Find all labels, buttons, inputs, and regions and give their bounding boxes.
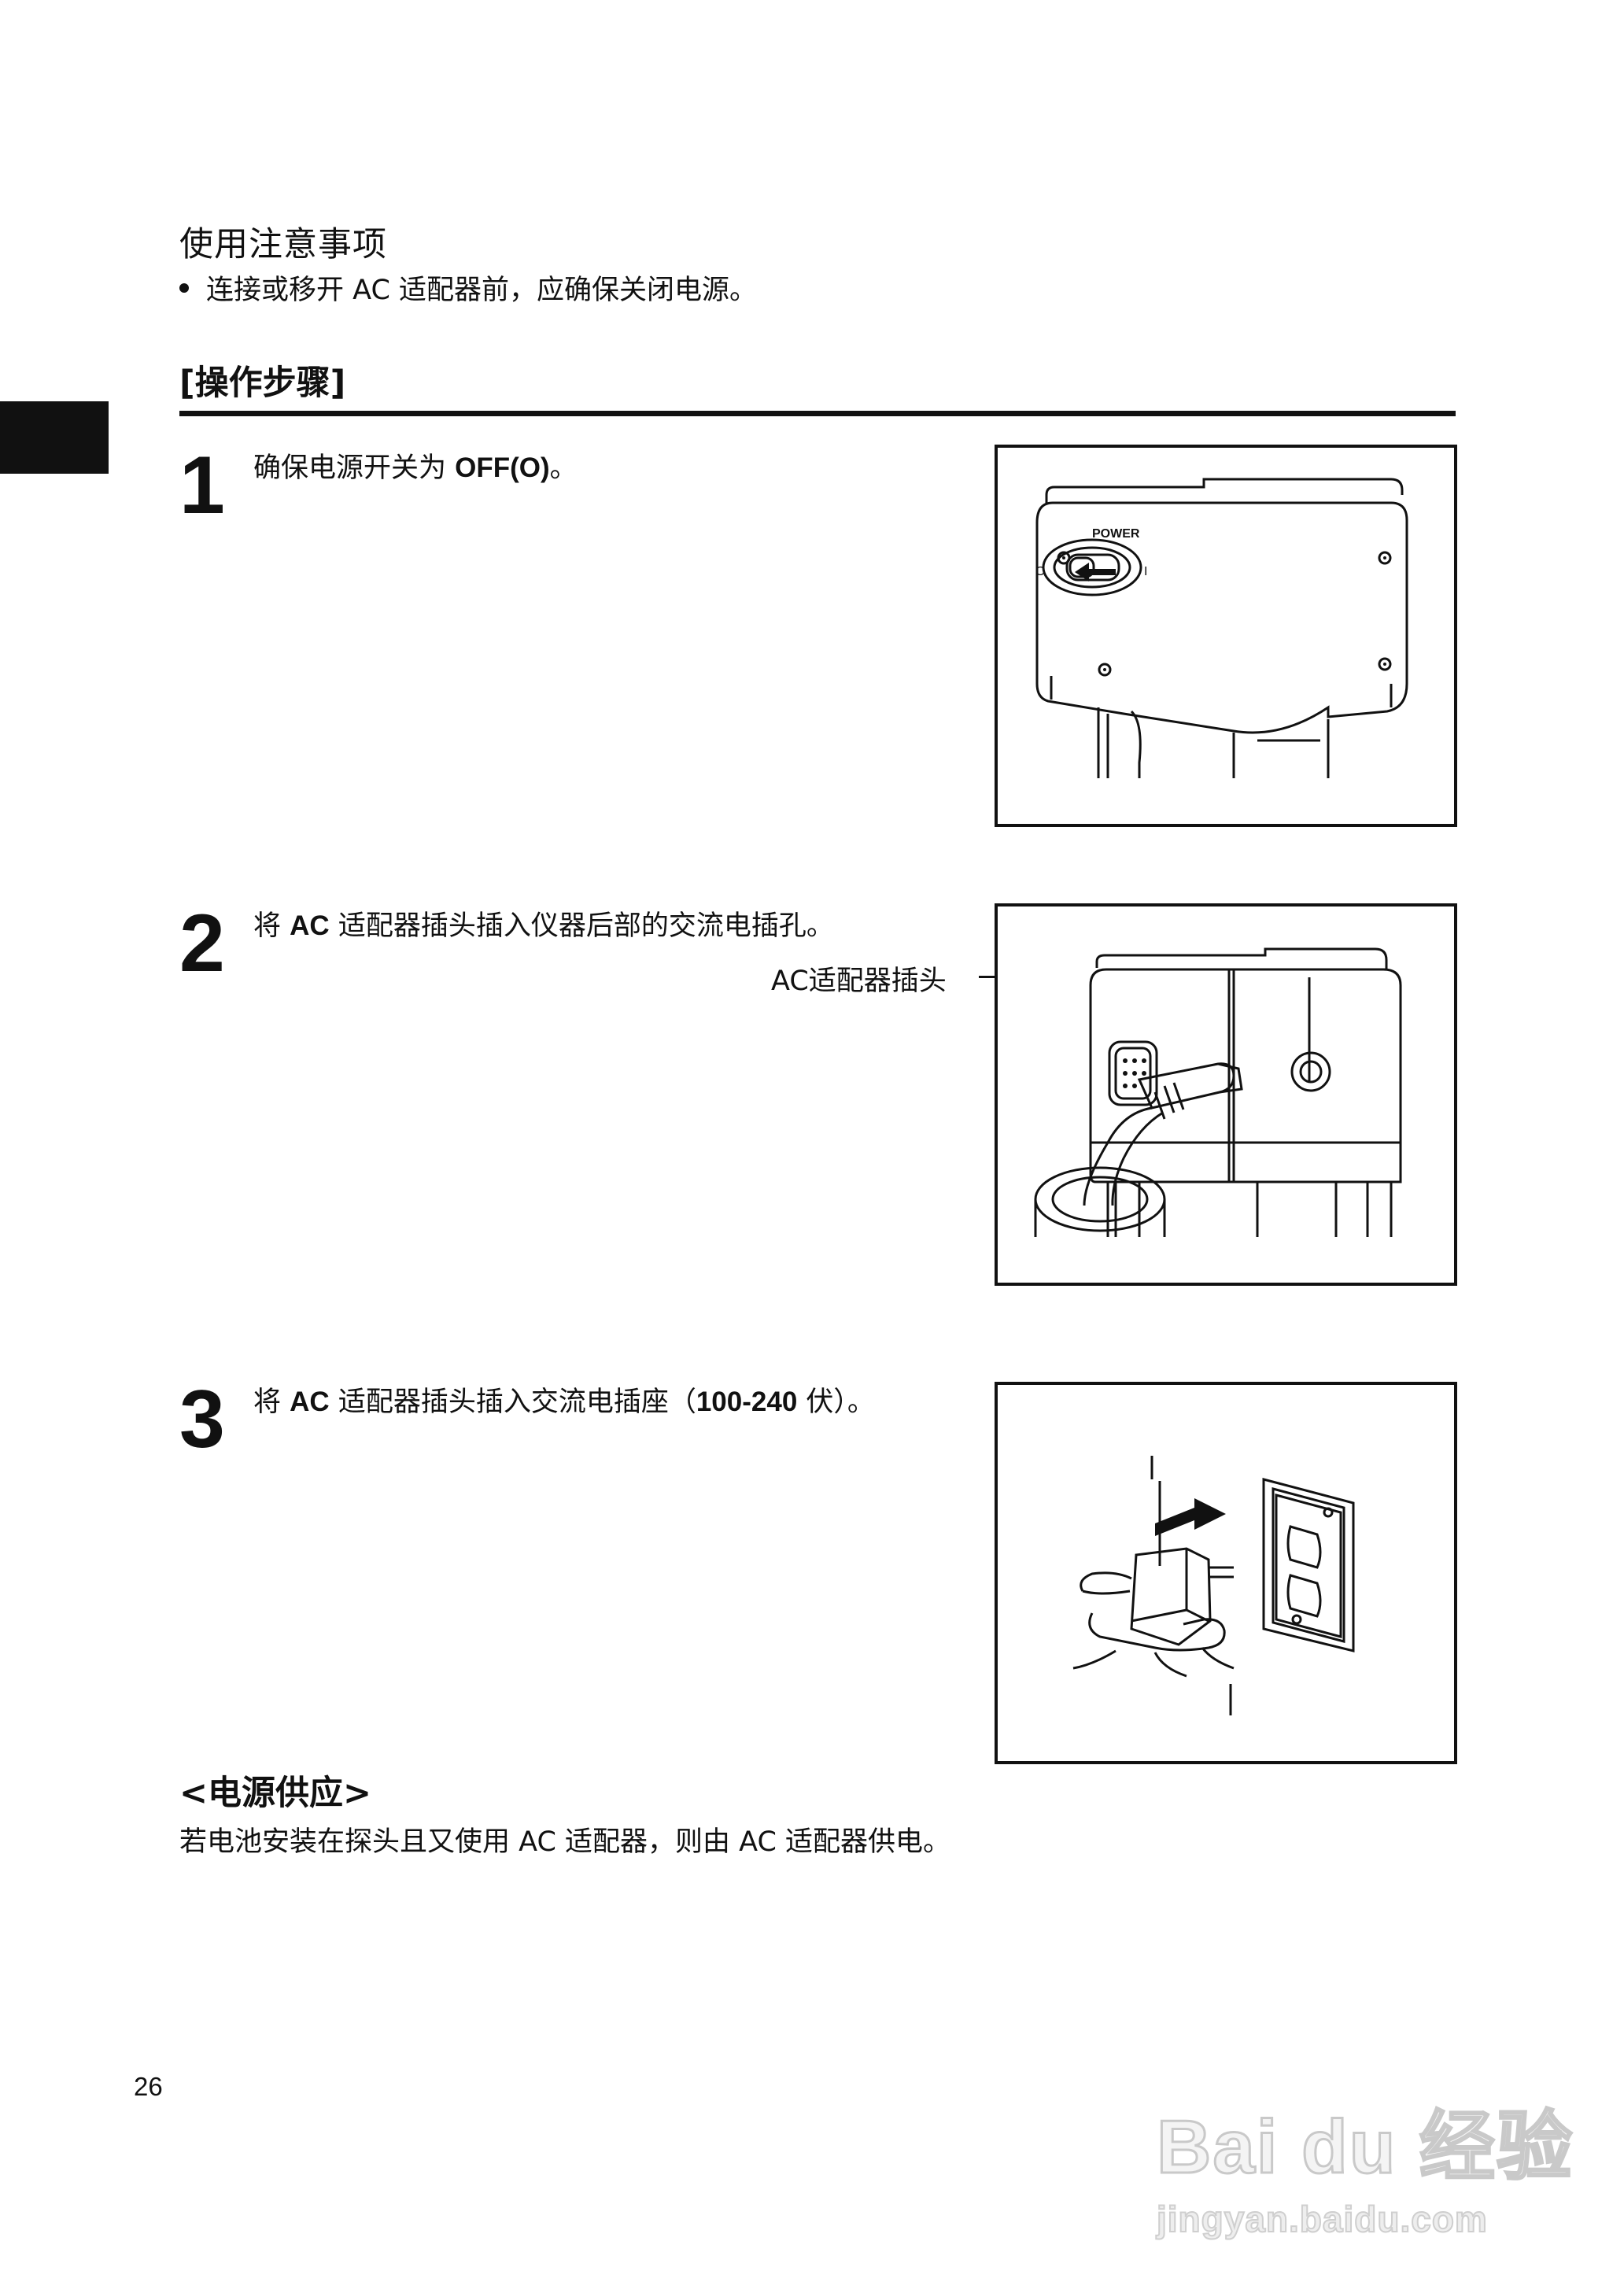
ac-jack-illustration: [1034, 947, 1402, 1237]
step-1-text-bold: OFF(O): [455, 452, 550, 483]
step-2-text-post: 适配器插头插入仪器后部的交流电插孔。: [329, 910, 834, 942]
chapter-side-tab: [0, 401, 109, 474]
step-2-text-bold: AC: [290, 910, 330, 941]
section-rule: [179, 411, 1456, 416]
watermark-url: jingyan.baidu.com: [1156, 2198, 1488, 2240]
step-1-text: 确保电源开关为 OFF(O)。: [253, 445, 578, 486]
bullet-dot-icon: [179, 283, 189, 293]
caution-bullet: 连接或移开 AC 适配器前，应确保关闭电源。: [179, 268, 757, 308]
step-2-text: 将 AC 适配器插头插入仪器后部的交流电插孔。: [253, 903, 834, 943]
step-1-text-pre: 确保电源开关为: [253, 452, 456, 484]
figure-ac-jack: [995, 903, 1457, 1286]
step-3-text-post-2: 伏）。: [797, 1387, 875, 1418]
power-switch-illustration: POWER O I: [1035, 478, 1408, 778]
baidu-watermark: Bai du 经验 jingyan.baidu.com: [1155, 2085, 1574, 2241]
page-number: 26: [134, 2072, 163, 2101]
step-3-text-bold-2: 100-240: [696, 1387, 798, 1417]
step-3-number: 3: [179, 1374, 225, 1465]
caution-bullet-text: 连接或移开 AC 适配器前，应确保关闭电源。: [206, 275, 758, 306]
figure-wall-outlet: [995, 1382, 1457, 1764]
procedure-heading: [操作步骤]: [179, 364, 346, 403]
step-3-text-bold: AC: [290, 1387, 330, 1417]
ac-plug-callout: AC适配器插头: [771, 966, 947, 997]
on-mark: I: [1144, 565, 1147, 578]
power-label: POWER: [1092, 527, 1140, 541]
step-3-text-pre: 将: [253, 1387, 290, 1418]
figure-power-switch: POWER O I: [995, 445, 1457, 827]
step-3-text-post: 适配器插头插入交流电插座（: [329, 1387, 696, 1418]
power-supply-heading: <电源供应>: [179, 1774, 372, 1813]
step-2-text-pre: 将: [253, 910, 290, 942]
step-2-number: 2: [179, 898, 225, 989]
step-1-number: 1: [179, 440, 225, 531]
watermark-brand: Bai du 经验: [1155, 2104, 1574, 2191]
caution-heading: 使用注意事项: [179, 225, 387, 264]
power-supply-text: 若电池安装在探头且又使用 AC 适配器，则由 AC 适配器供电。: [179, 1826, 951, 1858]
step-1-text-post: 。: [549, 452, 578, 484]
step-3-text: 将 AC 适配器插头插入交流电插座（100-240 伏）。: [253, 1379, 875, 1420]
wall-outlet-illustration: [1072, 1456, 1355, 1715]
off-mark: O: [1035, 565, 1045, 578]
